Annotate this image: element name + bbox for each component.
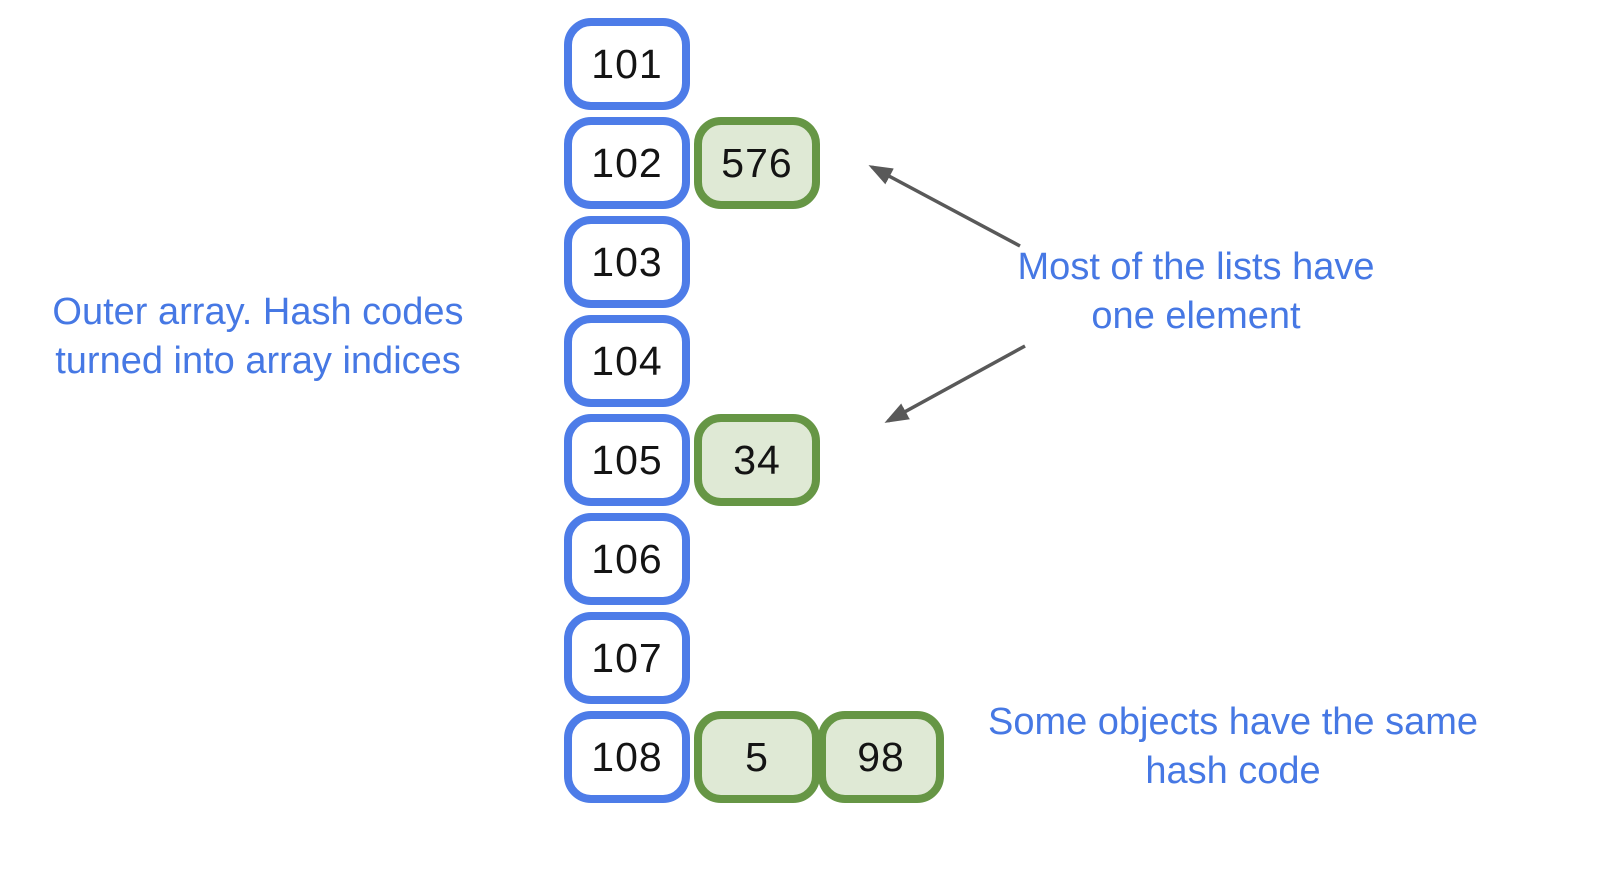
note-line: one element [1091,295,1301,337]
note-same-hash: Some objects have the same hash code [973,698,1493,796]
bucket-row-107: 107 [564,612,944,704]
bucket-row-101: 101 [564,18,944,110]
bucket-row-104: 104 [564,315,944,407]
note-line: Most of the lists have [1017,246,1375,288]
index-box: 104 [564,315,690,407]
bucket-row-103: 103 [564,216,944,308]
index-box: 108 [564,711,690,803]
index-box: 102 [564,117,690,209]
value-box: 98 [818,711,944,803]
index-box: 101 [564,18,690,110]
index-box: 106 [564,513,690,605]
value-box: 5 [694,711,820,803]
value-box: 576 [694,117,820,209]
note-line: Some objects have the same [987,701,1479,743]
index-box: 103 [564,216,690,308]
note-line: Outer array. Hash codes [52,291,464,333]
index-box: 107 [564,612,690,704]
note-outer-array: Outer array. Hash codes turned into arra… [20,288,496,386]
note-line: turned into array indices [55,340,461,382]
value-box: 34 [694,414,820,506]
bucket-row-106: 106 [564,513,944,605]
index-box: 105 [564,414,690,506]
note-most-lists: Most of the lists have one element [946,243,1446,341]
note-line: hash code [1145,750,1321,792]
